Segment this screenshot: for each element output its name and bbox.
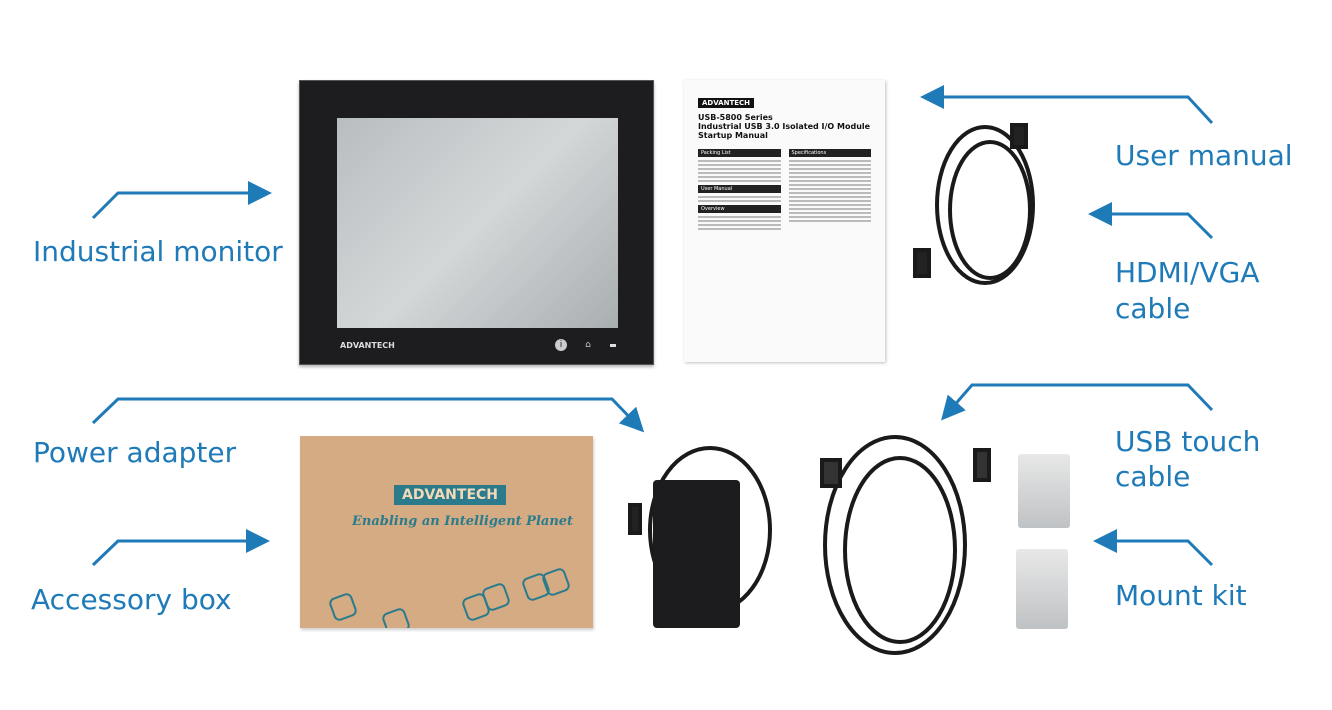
box-brand: ADVANTECH [394,485,506,505]
label-user-manual: User manual [1115,139,1293,172]
manual-series: USB-5800 Series [698,113,773,122]
label-usb-line2: cable [1115,460,1191,493]
arrow-user-manual [920,85,1214,125]
power-adapter [653,480,740,628]
user-manual: ADVANTECH USB-5800 Series Industrial USB… [684,80,885,362]
info-icon: i [555,339,567,351]
box-tagline: Enabling an Intelligent Planet [352,514,574,529]
arrow-accessory-box [91,529,270,567]
mount-kit-bag [1018,454,1070,528]
monitor-screen [337,118,618,328]
box-pattern [329,568,570,628]
arrow-usb-touch [941,383,1214,421]
mount-kit-bag [1016,549,1068,629]
arrow-monitor [91,181,272,220]
label-mount-kit: Mount kit [1115,579,1247,612]
label-hdmi-line2: cable [1115,292,1191,325]
home-icon: ⌂ [585,340,591,350]
manual-section: Specifications [788,149,871,157]
arrow-mount-kit [1093,529,1214,567]
manual-section: Packing List [698,149,781,157]
manual-title: Industrial USB 3.0 Isolated I/O Module [698,122,871,131]
label-accessory-box: Accessory box [31,583,232,616]
label-hdmi-line1: HDMI/VGA [1115,256,1260,289]
power-led-icon [610,344,616,347]
manual-section: Overview [698,205,781,213]
manual-section: User Manual [698,185,781,193]
manual-subtitle: Startup Manual [698,131,768,140]
hdmi-cable [913,123,1035,285]
arrow-power-adapter [91,397,645,433]
accessory-box: ADVANTECH Enabling an Intelligent Planet [300,436,593,628]
label-usb-line1: USB touch [1115,425,1261,458]
arrow-hdmi [1088,202,1214,240]
label-industrial-monitor: Industrial monitor [33,235,283,268]
usb-touch-cable [820,435,991,655]
manual-brand: ADVANTECH [698,98,754,108]
monitor-brand: ADVANTECH [340,341,395,350]
label-power-adapter: Power adapter [33,436,237,469]
industrial-monitor: ADVANTECH i ⌂ [299,80,654,365]
